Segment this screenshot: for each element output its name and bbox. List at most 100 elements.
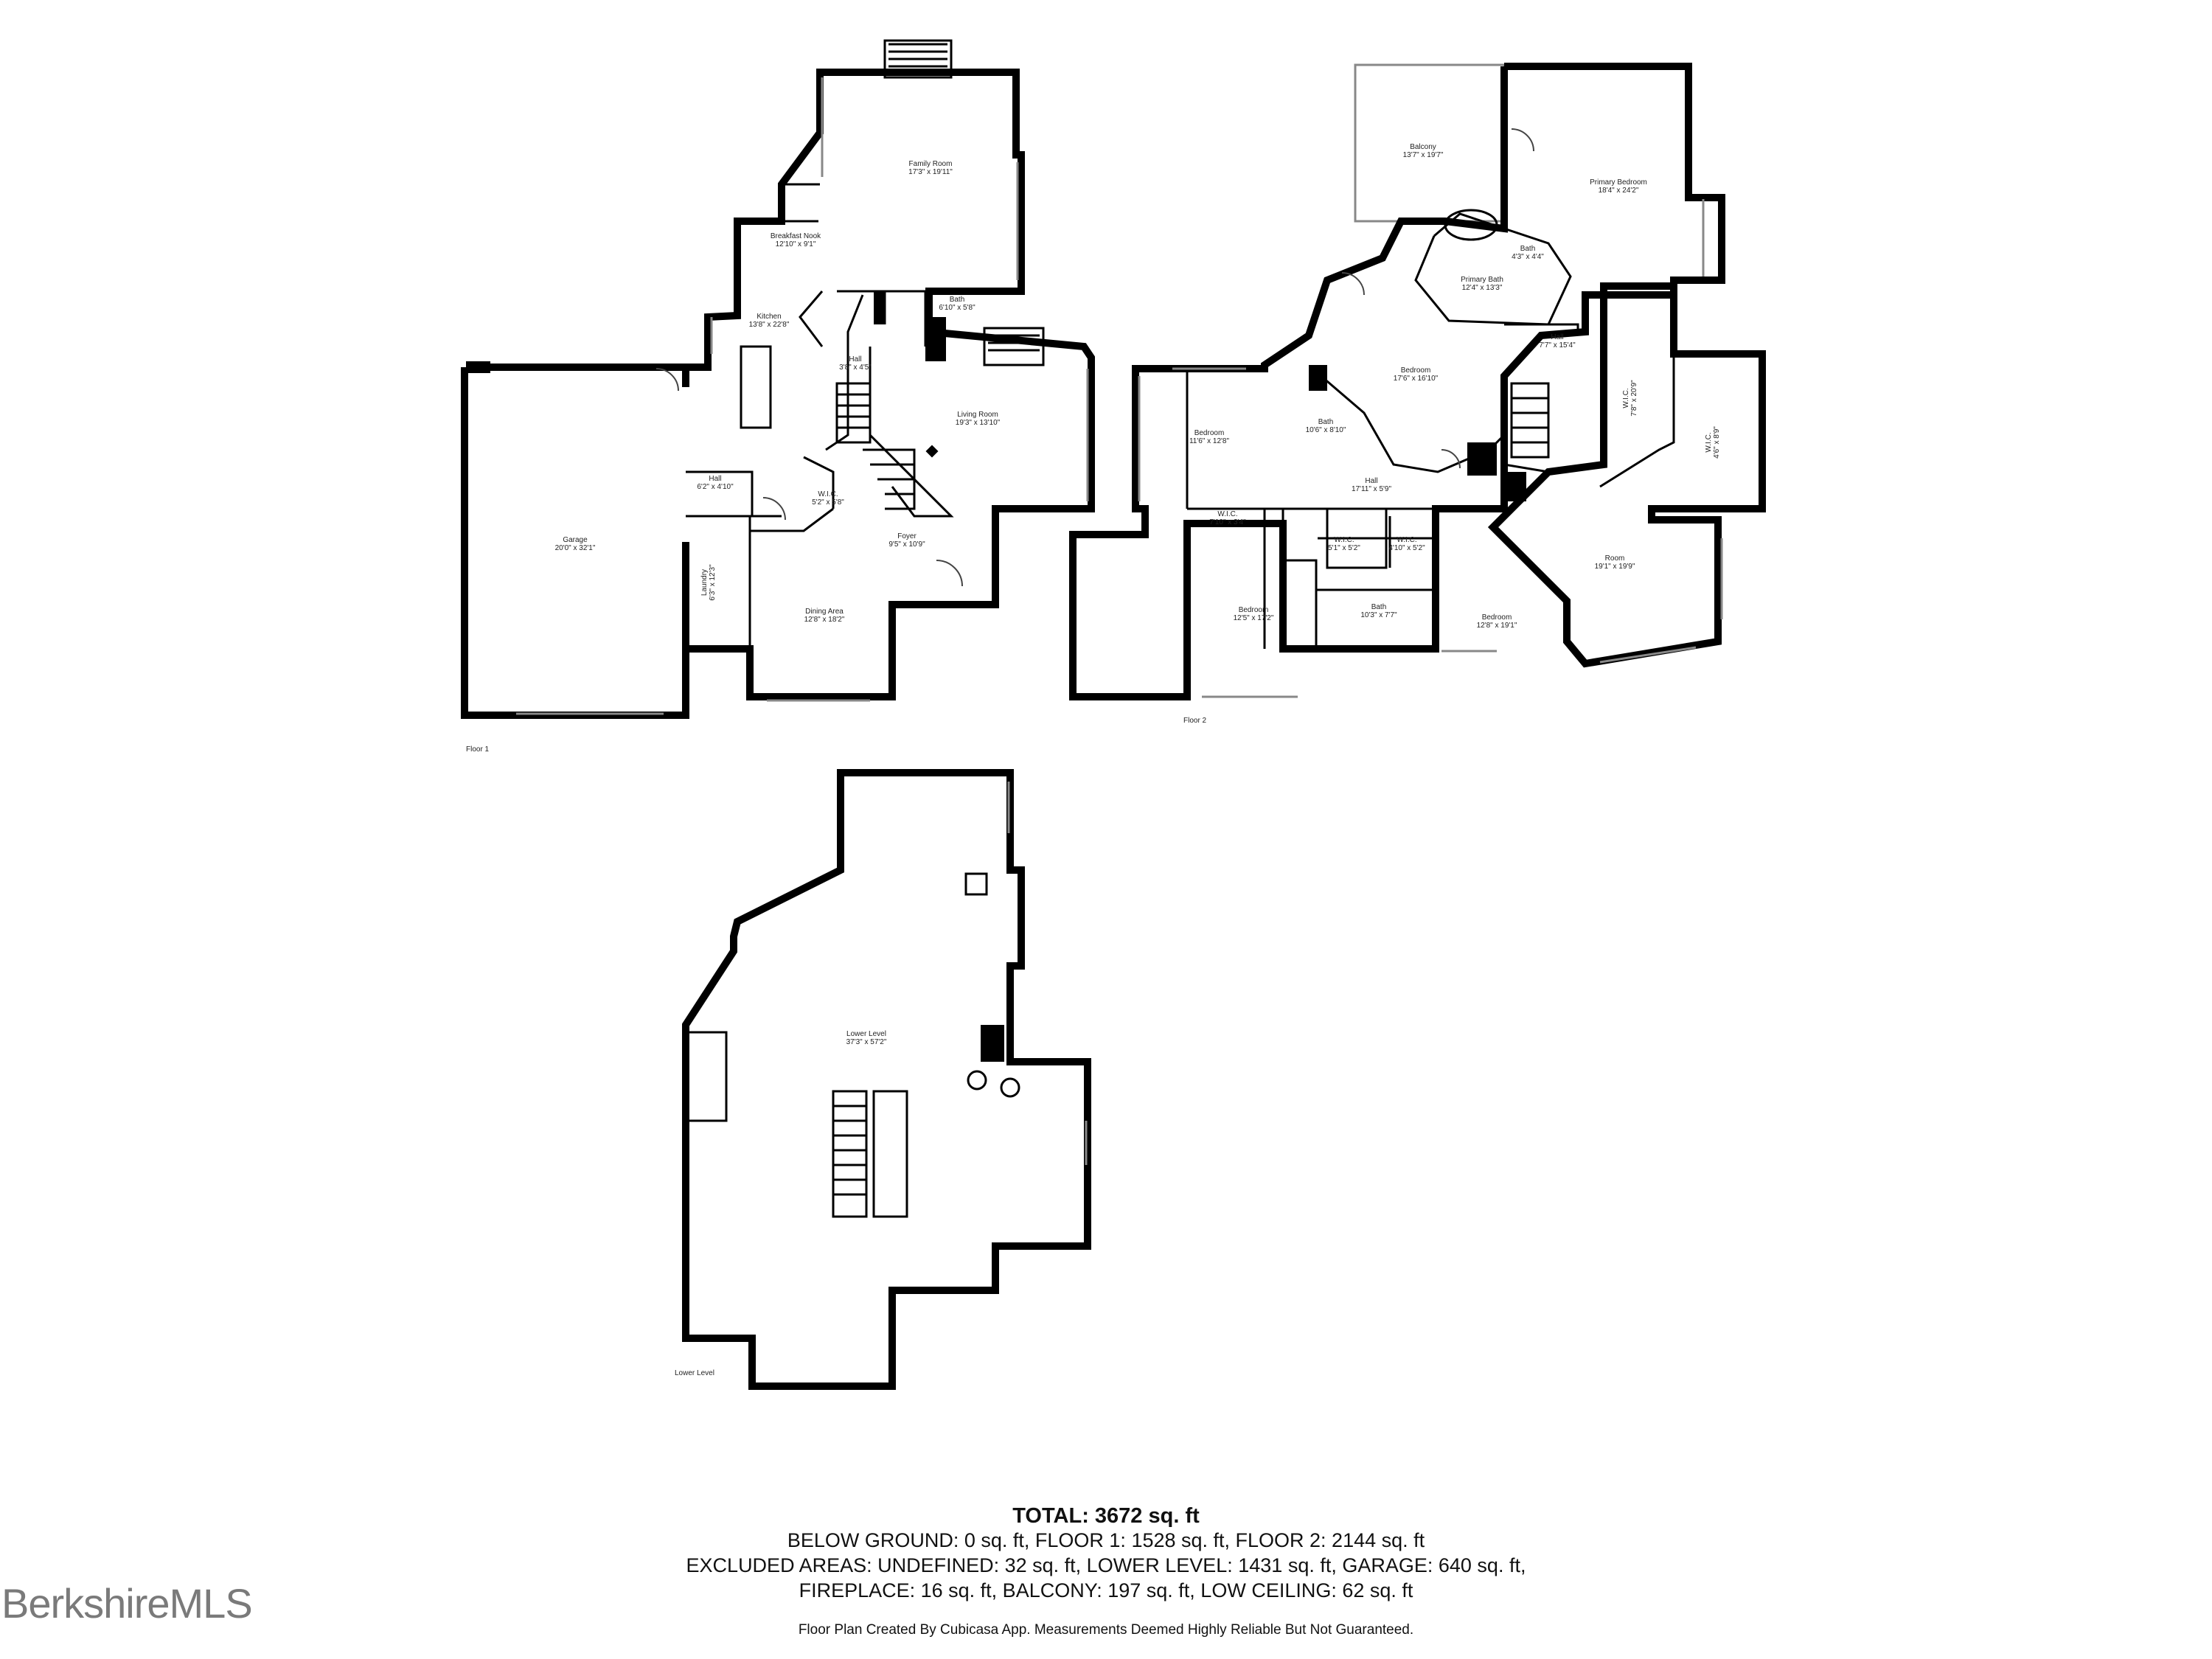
room-name: W.I.C. — [1397, 536, 1416, 544]
room-dimensions: 6'3" x 12'3" — [709, 564, 717, 601]
room-label-wic-f2c: W.I.C.4'10" x 5'2" — [1388, 536, 1425, 552]
room-name: W.I.C. — [1705, 432, 1713, 452]
room-name: Hall — [1365, 477, 1377, 485]
floor-2-plan — [1069, 63, 1766, 700]
room-name: W.I.C. — [1334, 536, 1354, 544]
room-dimensions: 3'8" x 4'5" — [839, 364, 872, 372]
structural-column — [925, 445, 939, 458]
room-name: W.I.C. — [1217, 510, 1237, 518]
room-dimensions: 37'3" x 57'2" — [846, 1038, 887, 1046]
room-dimensions: 4'10" x 5'2" — [1388, 544, 1425, 552]
room-dimensions: 5'1" x 5'2" — [1328, 544, 1360, 552]
room-dimensions: 6'2" x 4'10" — [697, 483, 734, 491]
lower-level-stairs — [832, 1090, 908, 1218]
room-name: Balcony — [1410, 143, 1436, 151]
lower-level-label: Lower Level — [675, 1369, 714, 1377]
room-dimensions: 17'3" x 19'11" — [908, 168, 953, 176]
room-name: Bath — [950, 296, 965, 304]
room-dimensions: 7'7" x 15'4" — [1539, 341, 1576, 349]
room-name: Bath — [1318, 418, 1334, 426]
lower-level-plan — [682, 769, 1091, 1390]
room-dimensions: 13'7" x 19'7" — [1403, 151, 1444, 159]
room-dimensions: 20'0" x 32'1" — [555, 544, 596, 552]
total-area: TOTAL: 3672 sq. ft — [1012, 1504, 1200, 1528]
room-dimensions: 9'5" x 10'9" — [888, 540, 925, 549]
floor-1-label: Floor 1 — [466, 745, 490, 754]
area-line-3: FIREPLACE: 16 sq. ft, BALCONY: 197 sq. f… — [799, 1579, 1413, 1601]
room-name: Bedroom — [1194, 429, 1225, 437]
room-name: Family Room — [909, 160, 953, 168]
room-name: Dining Area — [805, 608, 844, 616]
room-dimensions: 4'3" x 4'4" — [1512, 253, 1544, 261]
room-label-wic-f2a: W.I.C.7'10" x 3'4" — [1209, 510, 1246, 526]
room-dimensions: 10'3" x 7'7" — [1360, 611, 1397, 619]
room-name: Bedroom — [1482, 613, 1512, 622]
room-dimensions: 11'6" x 12'8" — [1189, 437, 1230, 445]
room-name: Living Room — [957, 411, 998, 419]
fireplace-living-room — [983, 327, 1045, 366]
bathtub — [1444, 209, 1498, 241]
floor-1-stairs — [835, 382, 916, 510]
kitchen-island — [740, 345, 772, 429]
fireplace-family-room — [883, 39, 953, 79]
room-dimensions: 12'8" x 19'1" — [1477, 622, 1517, 630]
room-label-wic-f2b: W.I.C.5'1" x 5'2" — [1328, 536, 1360, 552]
floor-1-outer-walls — [682, 69, 1095, 700]
room-dimensions: 13'8" x 22'8" — [749, 321, 790, 329]
room-name: Hall — [849, 355, 861, 364]
floor-2-stairs — [1510, 382, 1550, 459]
room-name: Lower Level — [846, 1030, 886, 1038]
room-dimensions: 19'3" x 13'10" — [956, 419, 1001, 427]
room-name: Primary Bedroom — [1590, 178, 1647, 187]
floor-1-interior-walls — [686, 183, 954, 649]
floor-2-label: Floor 2 — [1183, 717, 1207, 725]
room-dimensions: 5'2" x 5'8" — [812, 498, 844, 507]
structural-column — [981, 1025, 1004, 1062]
room-name: Kitchen — [757, 313, 781, 321]
room-dimensions: 17'11" x 5'9" — [1352, 485, 1392, 493]
room-name: W.I.C. — [1622, 388, 1630, 408]
room-name: Bath — [1371, 603, 1387, 611]
room-name: Hall — [709, 475, 721, 483]
area-line-2: EXCLUDED AREAS: UNDEFINED: 32 sq. ft, LO… — [686, 1554, 1526, 1576]
room-dimensions: 10'6" x 8'10" — [1306, 426, 1346, 434]
room-dimensions: 12'8" x 18'2" — [804, 616, 845, 624]
room-dimensions: 4'6" x 8'9" — [1713, 426, 1721, 459]
room-dimensions: 18'4" x 24'2" — [1599, 187, 1639, 195]
room-dimensions: 7'8" x 20'9" — [1630, 380, 1638, 417]
room-dimensions: 7'10" x 3'4" — [1209, 518, 1246, 526]
room-dimensions: 12'10" x 9'1" — [776, 240, 816, 248]
area-line-1: BELOW GROUND: 0 sq. ft, FLOOR 1: 1528 sq… — [787, 1529, 1425, 1551]
floor-1-plan — [461, 39, 1095, 719]
room-name: W.I.C. — [818, 490, 838, 498]
room-dimensions: 12'4" x 13'3" — [1462, 284, 1503, 292]
room-dimensions: 19'1" x 19'9" — [1595, 563, 1635, 571]
disclaimer-footer: Floor Plan Created By Cubicasa App. Meas… — [798, 1622, 1414, 1638]
room-name: Garage — [563, 536, 588, 544]
room-label-wic-small-right: W.I.C.4'6" x 8'9" — [1705, 426, 1721, 459]
room-dimensions: 12'5" x 17'2" — [1234, 614, 1274, 622]
room-name: Bedroom — [1401, 366, 1431, 375]
room-name: Primary Bath — [1461, 276, 1503, 284]
